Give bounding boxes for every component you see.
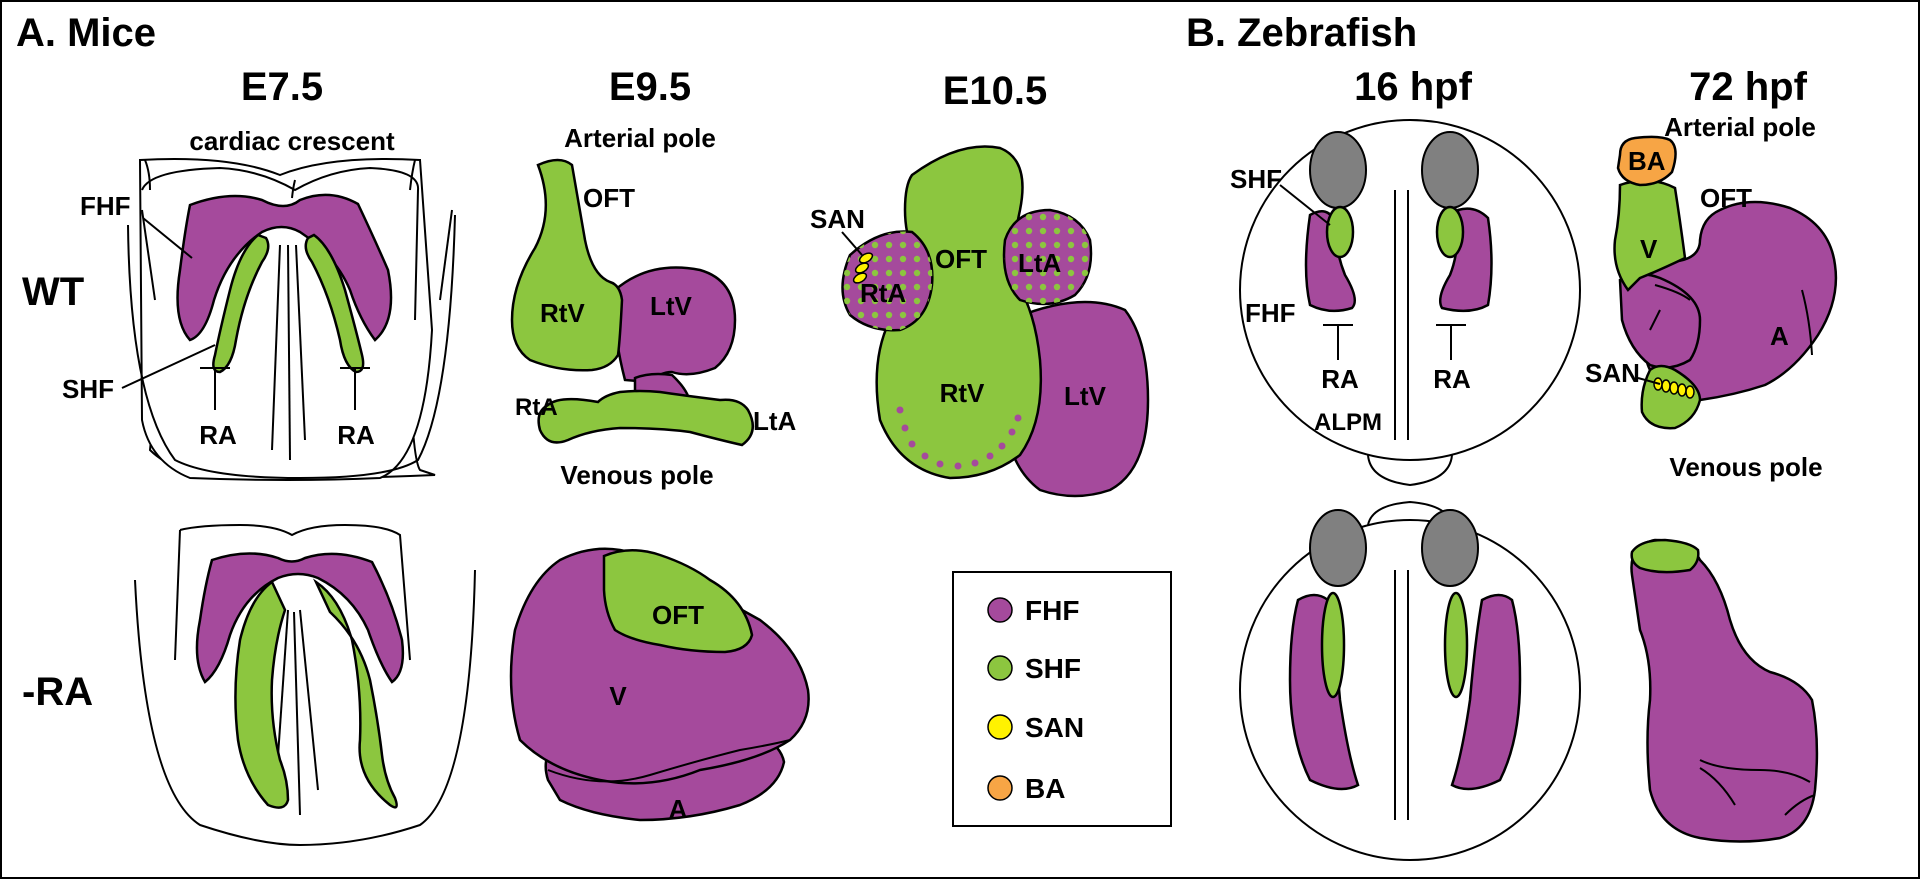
e95-ra-heart bbox=[509, 547, 810, 822]
e75-shf-label: SHF bbox=[62, 374, 114, 404]
hpf16-wt-embryo bbox=[1239, 119, 1581, 487]
stage-e75: E7.5 bbox=[241, 65, 323, 109]
e105-wt-heart bbox=[841, 145, 1150, 498]
e95-rtv-label: RtV bbox=[540, 298, 585, 328]
legend-label-shf: SHF bbox=[1025, 653, 1081, 684]
e75-ra-left: RA bbox=[199, 420, 237, 450]
e95-venous-label: Venous pole bbox=[560, 460, 713, 490]
hpf16-fhf-label: FHF bbox=[1245, 298, 1296, 328]
legend-swatch-ba bbox=[987, 775, 1013, 801]
hpf72-venous-label: Venous pole bbox=[1669, 452, 1822, 482]
e75-ra-embryo bbox=[134, 523, 476, 847]
hpf72-v-label: V bbox=[1640, 234, 1658, 264]
hpf72-wt-heart bbox=[1613, 135, 1838, 430]
e75-fhf-label: FHF bbox=[80, 191, 131, 221]
ra-e95-v-label: V bbox=[609, 681, 627, 711]
row-label-ra: -RA bbox=[22, 670, 93, 714]
e95-ltv-label: LtV bbox=[650, 291, 693, 321]
e95-rta-label: RtA bbox=[515, 394, 558, 421]
e95-arterial-label: Arterial pole bbox=[564, 123, 716, 153]
e105-oft-label: OFT bbox=[935, 244, 987, 274]
legend-label-fhf: FHF bbox=[1025, 595, 1079, 626]
e95-oft-label: OFT bbox=[583, 183, 635, 213]
hpf16-alpm-label: ALPM bbox=[1314, 409, 1382, 436]
e75-crescent-label: cardiac crescent bbox=[189, 126, 395, 156]
stage-e105: E10.5 bbox=[943, 69, 1048, 113]
hpf72-ba-label: BA bbox=[1628, 146, 1666, 176]
panel-b-title: B. Zebrafish bbox=[1186, 11, 1417, 55]
hpf72-a-label: A bbox=[1770, 321, 1789, 351]
ra-e95-a-label: A bbox=[669, 794, 688, 824]
e105-lta-label: LtA bbox=[1018, 248, 1062, 278]
hpf72-ra-heart bbox=[1630, 538, 1819, 843]
e105-rta-label: RtA bbox=[860, 278, 906, 308]
e105-san-label: SAN bbox=[810, 204, 865, 234]
legend-item-shf: SHF bbox=[987, 653, 1081, 684]
stage-72hpf: 72 hpf bbox=[1689, 65, 1807, 109]
legend-item-fhf: FHF bbox=[987, 595, 1079, 626]
e95-wt-heart bbox=[510, 158, 755, 447]
stage-16hpf: 16 hpf bbox=[1354, 65, 1472, 109]
hpf72-arterial-label: Arterial pole bbox=[1664, 112, 1816, 142]
legend-swatch-san bbox=[987, 714, 1013, 740]
legend-item-ba: BA bbox=[987, 773, 1065, 804]
hpf16-ra-embryo bbox=[1239, 500, 1581, 861]
stage-e95: E9.5 bbox=[609, 65, 691, 109]
legend-item-san: SAN bbox=[987, 712, 1084, 743]
hpf72-san-mark bbox=[1653, 377, 1695, 399]
hpf16-ra-right: RA bbox=[1433, 364, 1471, 394]
legend-swatch-fhf bbox=[987, 597, 1013, 623]
e75-ra-right: RA bbox=[337, 420, 375, 450]
panel-a-title: A. Mice bbox=[16, 11, 156, 55]
e105-rtv-dots bbox=[896, 406, 1022, 470]
ra-e95-oft-label: OFT bbox=[652, 600, 704, 630]
legend-label-san: SAN bbox=[1025, 712, 1084, 743]
hpf72-oft-label: OFT bbox=[1700, 183, 1752, 213]
e75-wt-embryo bbox=[127, 158, 456, 481]
e105-rtv-label: RtV bbox=[940, 378, 985, 408]
hpf72-san-label: SAN bbox=[1585, 358, 1640, 388]
row-label-wt: WT bbox=[22, 270, 84, 314]
hpf16-shf-label: SHF bbox=[1230, 164, 1282, 194]
hpf16-ra-left: RA bbox=[1321, 364, 1359, 394]
e95-lta-label: LtA bbox=[753, 406, 797, 436]
e105-ltv-label: LtV bbox=[1064, 381, 1107, 411]
legend: FHF SHF SAN BA bbox=[952, 571, 1172, 827]
legend-swatch-shf bbox=[987, 655, 1013, 681]
legend-label-ba: BA bbox=[1025, 773, 1065, 804]
e105-san-mark bbox=[852, 252, 874, 284]
